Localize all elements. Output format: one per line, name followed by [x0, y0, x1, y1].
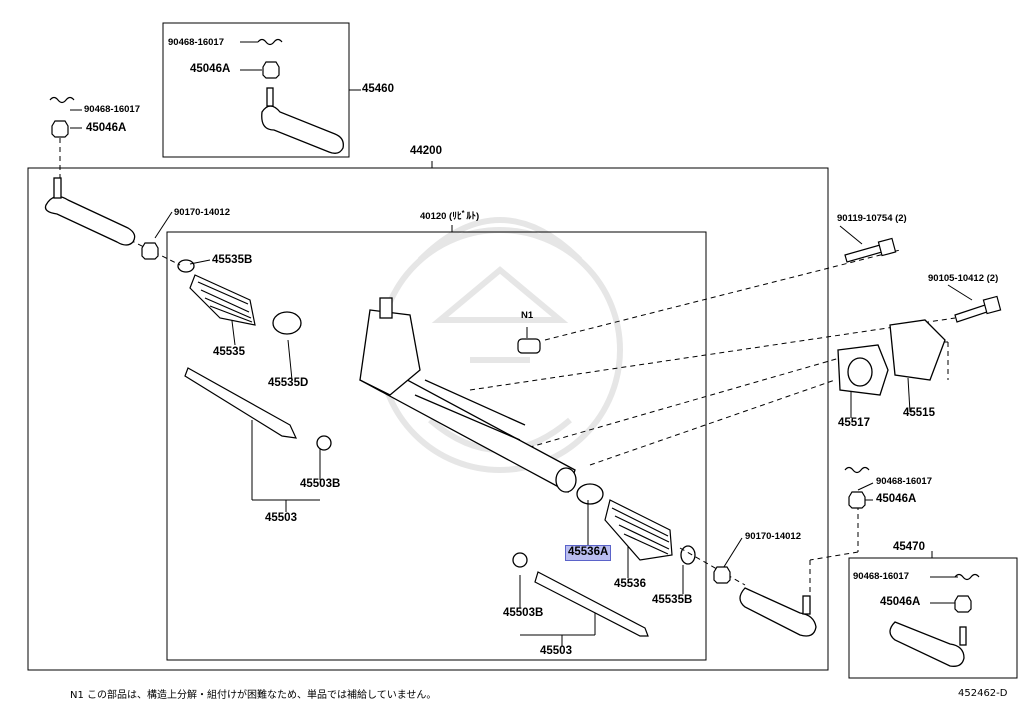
- label-top-box-nut: 45046A: [190, 63, 231, 75]
- n1-plug-icon: [517, 338, 541, 354]
- inner-tie-rod-icons: [184, 367, 649, 637]
- footnote: N1 この部品は、構造上分解・組付けが困難なため、単品では補給していません。: [70, 690, 437, 701]
- label-rack-rebuilt: 40120 (ﾘﾋﾞﾙﾄ): [420, 211, 480, 222]
- label-top-box-bolt: 90468-16017: [168, 37, 224, 48]
- bottom-box-frame: [848, 557, 1018, 679]
- tie-rod-end-icons: [44, 87, 967, 667]
- label-clamp-b-left: 45535B: [212, 254, 253, 266]
- label-clamp-b-right: 45535B: [652, 594, 693, 606]
- dashed-leaders: [59, 138, 956, 600]
- label-washer-left: 45503B: [300, 478, 341, 490]
- leaders: [70, 41, 973, 646]
- label-tie-rod-right: 45503: [540, 645, 572, 657]
- bracket-icons: [837, 319, 946, 396]
- boot-icons: [189, 274, 673, 561]
- label-left-nut: 45046A: [86, 122, 127, 134]
- label-top-box-part: 45460: [362, 83, 394, 95]
- label-tie-rod-left: 45503: [265, 512, 297, 524]
- label-clamp-d: 45535D: [268, 377, 309, 389]
- label-left-nut2: 90170-14012: [174, 207, 230, 218]
- label-boot-left: 45535: [213, 346, 245, 358]
- label-bolt-upper-right: 90119-10754 (2): [837, 213, 907, 224]
- watermark-emblem: [377, 217, 623, 473]
- label-assembly: 44200: [410, 145, 442, 157]
- label-bottom-box-bolt: 90468-16017: [853, 571, 909, 582]
- label-bottom-box-nut: 45046A: [880, 596, 921, 608]
- bolt-wave-icons: [49, 38, 980, 581]
- label-boot-right: 45536: [614, 578, 646, 590]
- nut-icons: [51, 61, 972, 613]
- label-left-bolt: 90468-16017: [84, 104, 140, 115]
- bolt-icons: [844, 237, 1002, 323]
- label-n1: N1: [521, 310, 534, 321]
- label-bracket-right: 45515: [903, 407, 935, 419]
- steering-rack-housing: [359, 297, 577, 493]
- label-right-nut2: 90170-14012: [745, 531, 801, 542]
- assembly-frame: [27, 167, 829, 671]
- rack-frame: [166, 231, 707, 661]
- label-washer-right: 45503B: [503, 607, 544, 619]
- label-bracket-left: 45517: [838, 417, 870, 429]
- label-bolt-right2: 90105-10412 (2): [928, 273, 999, 284]
- label-right-nut: 45046A: [876, 493, 917, 505]
- diagram-id: 452462-D: [958, 688, 1008, 699]
- label-bottom-box-part: 45470: [893, 541, 925, 553]
- label-right-bolt: 90468-16017: [876, 476, 932, 487]
- clamp-icons: [177, 259, 696, 568]
- label-highlighted-clamp[interactable]: 45536A: [564, 545, 612, 561]
